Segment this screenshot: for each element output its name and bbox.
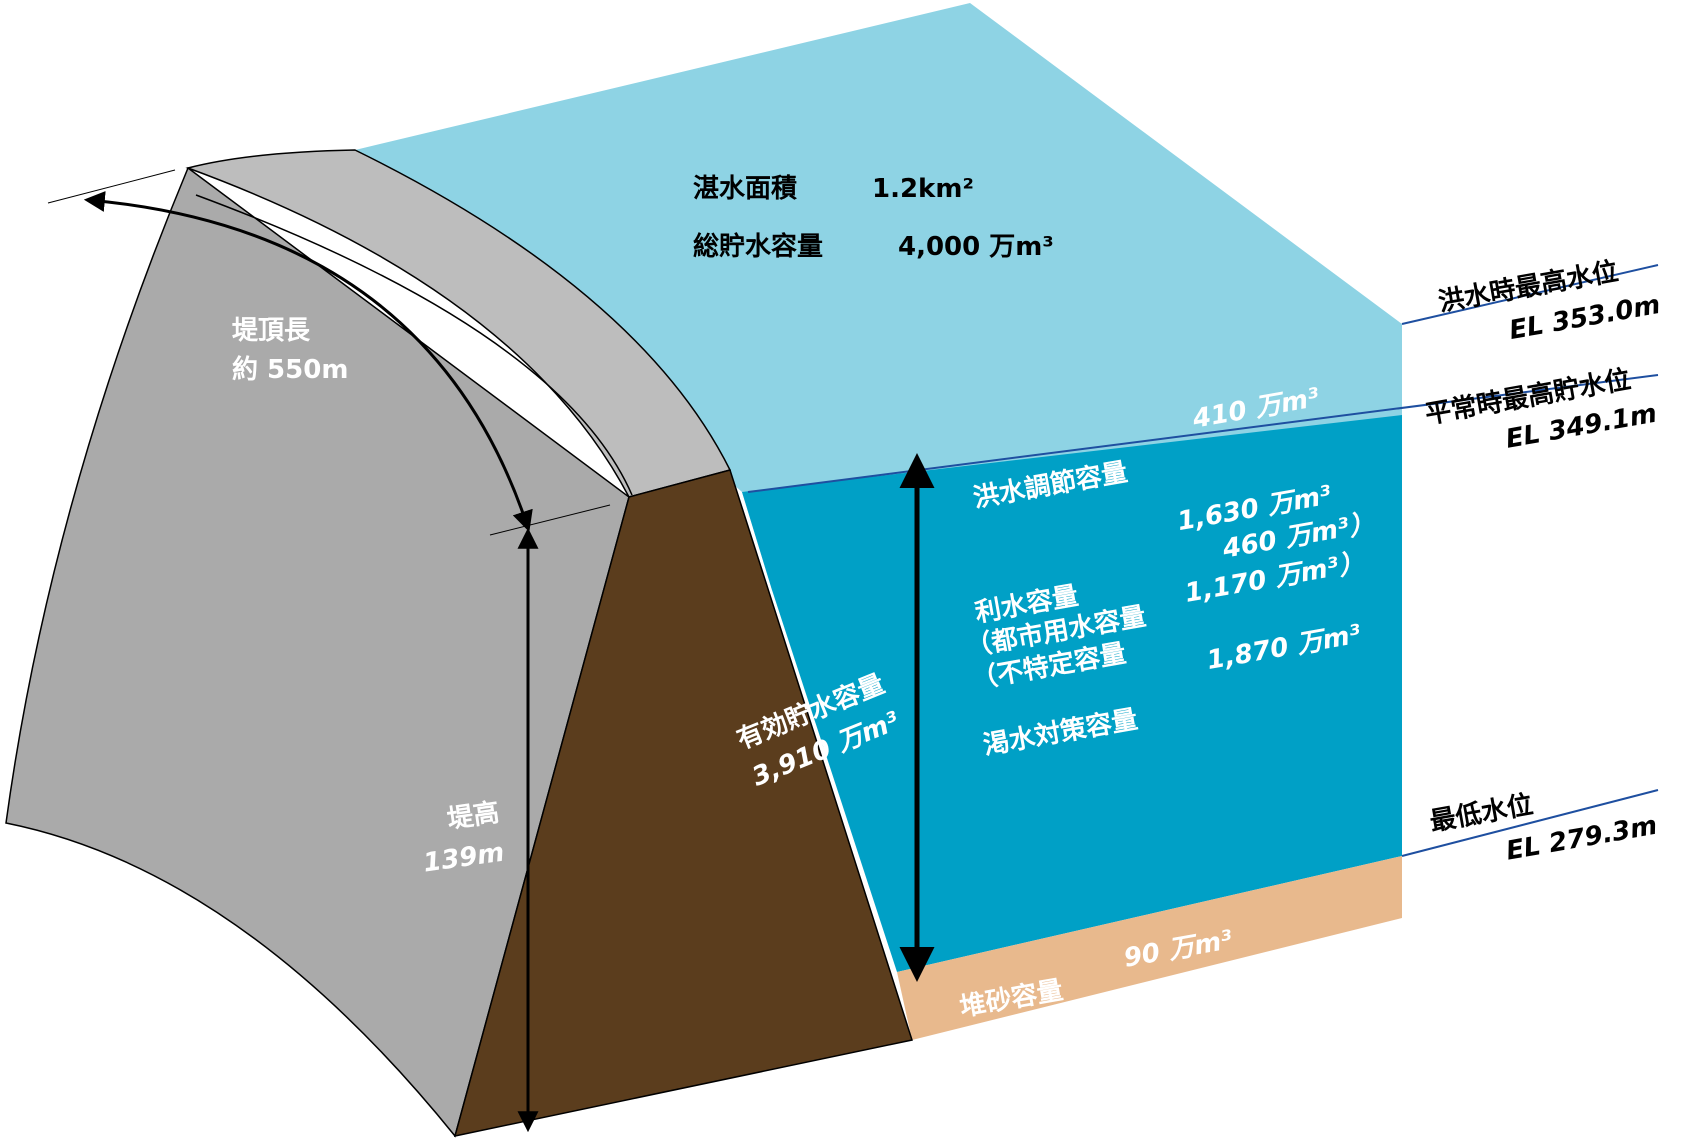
crest-extension-line-left: [47, 169, 176, 204]
total-storage-label: 総貯水容量: [693, 231, 823, 262]
surface-area-label: 湛水面積: [693, 174, 797, 204]
min-level-label: 最低水位: [1427, 789, 1535, 838]
flood-max-level-line: [1401, 264, 1659, 325]
crest-length-label: 堤頂長: [232, 316, 311, 346]
upper-water-layer: [355, 3, 1402, 590]
sediment-layer: [897, 856, 1402, 1040]
total-storage-value: 4,000 万m³: [898, 232, 1054, 262]
min-level-line: [1401, 789, 1659, 857]
crest-length-arrow: [83, 191, 533, 532]
dam-cross-section: [453, 469, 913, 1137]
crest-length-value: 約 550m: [232, 354, 348, 385]
surface-area-value: 1.2km²: [872, 174, 974, 204]
dam-height-label: 堤高: [445, 797, 501, 835]
